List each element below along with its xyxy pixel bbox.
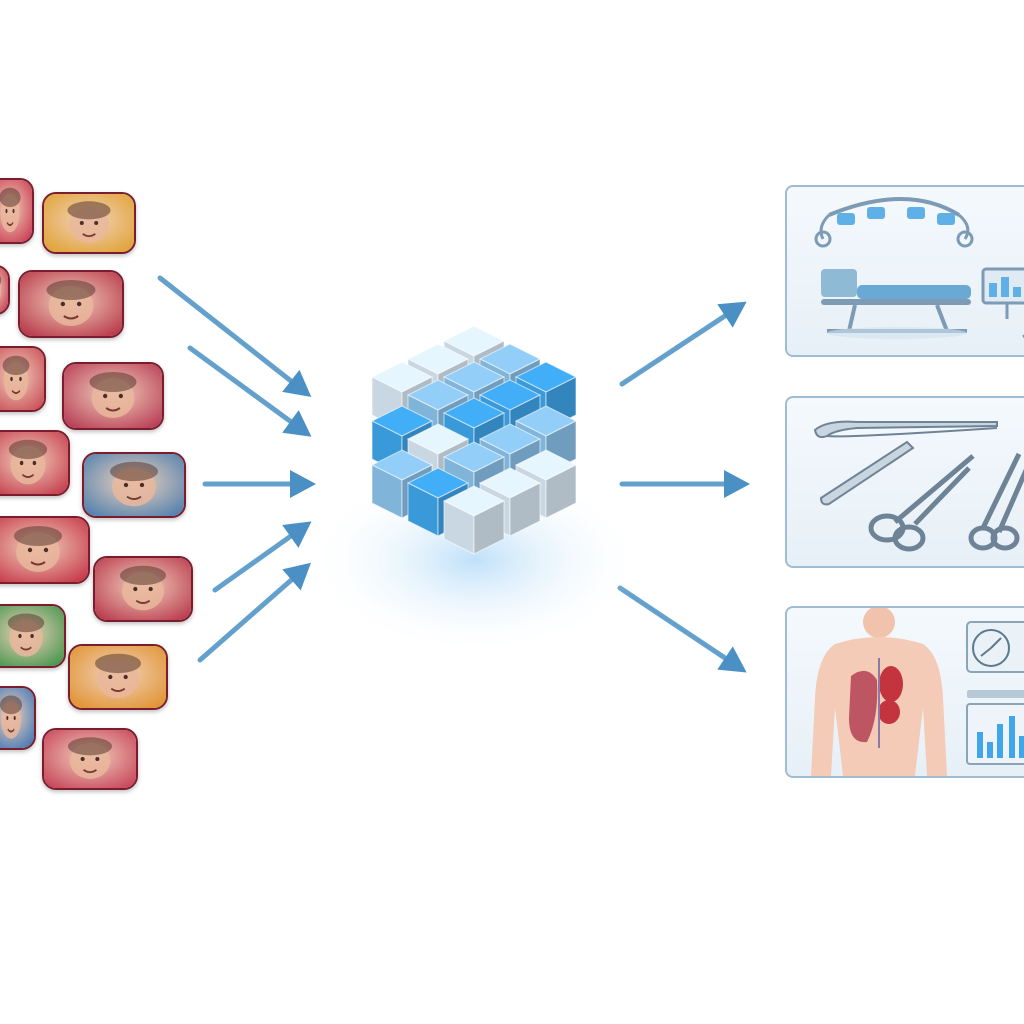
flow-arrow: [212, 521, 312, 593]
face-thumb-12: [68, 644, 168, 710]
face-thumb-8: [82, 452, 186, 518]
flow-arrow: [197, 562, 312, 663]
flow-arrow: [617, 585, 747, 673]
face-thumb-5: [0, 346, 46, 412]
scissors-icon: [813, 420, 1024, 552]
face-thumb-4: [18, 270, 124, 338]
operating-table-icon: [814, 197, 1024, 339]
face-thumb-6: [62, 362, 164, 430]
face-thumb-11: [0, 604, 66, 668]
flow-arrow: [619, 301, 747, 387]
face-thumb-13: [0, 686, 36, 750]
anatomy-icon: [811, 608, 1024, 776]
cube-block: [442, 485, 506, 555]
surgical-instruments-panel: [785, 396, 1024, 568]
face-thumb-14: [42, 728, 138, 790]
anatomy-analytics-panel: [785, 606, 1024, 778]
operating-room-panel: [785, 185, 1024, 357]
flow-arrow: [202, 470, 316, 498]
face-thumb-2: [42, 192, 136, 254]
flow-arrow: [619, 470, 750, 498]
flow-arrow: [157, 275, 312, 397]
flow-arrow: [187, 345, 312, 437]
face-thumb-1: [0, 178, 34, 244]
face-thumb-10: [93, 556, 193, 622]
face-thumb-7: [0, 430, 70, 496]
face-thumb-9: [0, 516, 90, 584]
